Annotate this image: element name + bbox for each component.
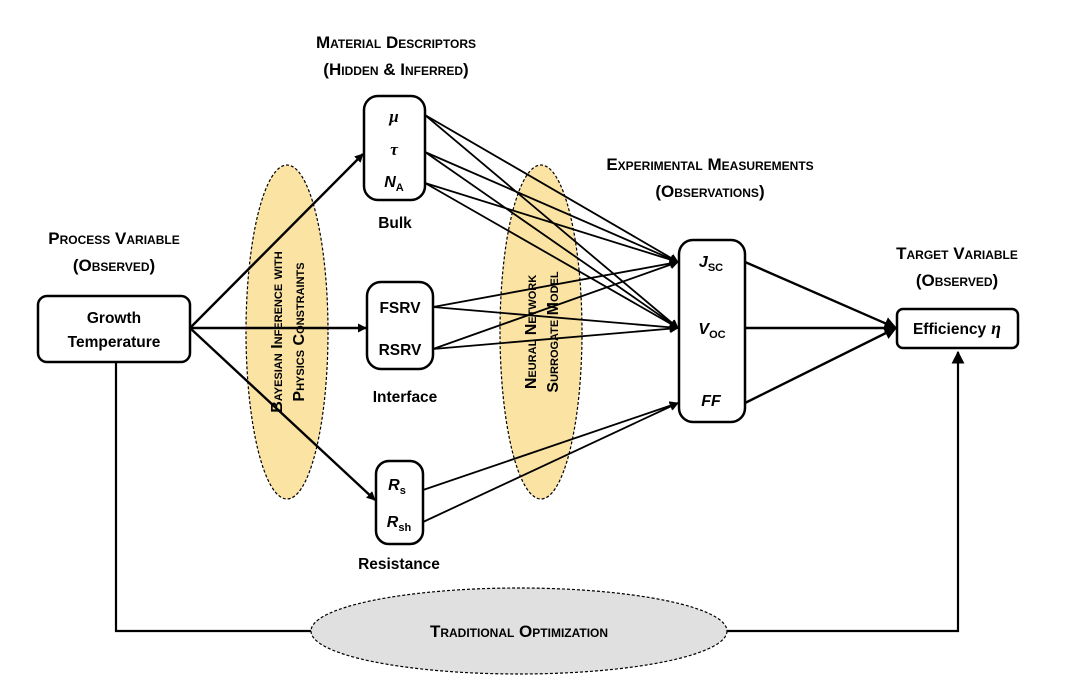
arrow-rsh-to-ff	[422, 402, 679, 523]
arrow-growth-to-resistance	[189, 327, 376, 501]
fsrv-label: FSRV	[379, 300, 421, 317]
arrow-tau-to-voc	[424, 151, 679, 329]
material-descriptors-title: Material Descriptors	[316, 33, 476, 52]
rs-main: R	[388, 477, 400, 494]
na-main: N	[384, 174, 396, 191]
arrow-rsrv-to-jsc	[432, 260, 679, 350]
ff-symbol: FF	[701, 393, 722, 410]
jsc-main: J	[699, 254, 709, 271]
arrow-rsrv-to-voc	[432, 324, 679, 350]
bayesian-ellipse-text: Bayesian Inference with Physics Constrai…	[269, 251, 308, 412]
interface-box	[365, 280, 435, 371]
mu-symbol: μ	[388, 107, 398, 126]
resistance-caption: Resistance	[358, 556, 440, 573]
traditional-optimization-ellipse	[310, 587, 728, 675]
arrow-tau-to-jsc	[424, 151, 679, 263]
experimental-measurements-subtitle: (Observations)	[655, 182, 764, 201]
interface-caption: Interface	[373, 389, 438, 406]
voc-main: V	[698, 321, 710, 338]
target-variable-subtitle: (Observed)	[916, 271, 998, 290]
temperature-label: Temperature	[68, 334, 161, 351]
traditional-optimization-label: Traditional Optimization	[430, 622, 608, 641]
arrow-fsrv-to-voc	[432, 306, 679, 332]
bayesian-line1: Bayesian Inference with	[269, 251, 286, 412]
rsh-symbol: Rsh	[387, 514, 412, 534]
rsh-subscript: sh	[398, 522, 411, 534]
bulk-box	[362, 94, 427, 202]
process-variable-subtitle: (Observed)	[73, 256, 155, 275]
arrow-ff-to-efficiency	[744, 326, 898, 405]
arrow-growth-to-bulk	[189, 153, 364, 329]
arrow-na-to-jsc	[424, 182, 679, 264]
rsh-main: R	[387, 514, 399, 531]
voc-subscript: OC	[709, 329, 726, 341]
na-subscript: A	[396, 182, 404, 194]
process-variable-heading: Process Variable (Observed)	[48, 229, 179, 275]
growth-temperature-box	[36, 294, 192, 364]
resistance-box	[374, 459, 425, 546]
experimental-measurements-heading: Experimental Measurements (Observations)	[606, 155, 813, 201]
arrow-fsrv-to-jsc	[432, 259, 679, 308]
jsc-symbol: JSC	[699, 254, 723, 274]
bulk-caption: Bulk	[378, 215, 412, 232]
neural-line2: Surrogate Model	[545, 271, 562, 392]
experimental-measurements-title: Experimental Measurements	[606, 155, 813, 174]
neural-ellipse-text: Neural Network Surrogate Model	[523, 271, 562, 392]
efficiency-box	[895, 307, 1020, 350]
na-symbol: NA	[384, 174, 404, 194]
growth-connections	[189, 153, 376, 501]
arrow-rs-to-ff	[422, 401, 679, 491]
tau-symbol: τ	[390, 140, 398, 159]
bayesian-line2: Physics Constraints	[291, 262, 308, 401]
measurements-box	[677, 238, 747, 424]
process-variable-title: Process Variable	[48, 229, 179, 248]
arrow-na-to-voc	[424, 182, 679, 329]
rs-symbol: Rs	[388, 477, 406, 497]
neural-network-ellipse	[499, 164, 583, 500]
bayesian-ellipse	[245, 164, 329, 500]
material-descriptors-heading: Material Descriptors (Hidden & Inferred)	[316, 33, 476, 79]
material-descriptors-subtitle: (Hidden & Inferred)	[323, 60, 468, 79]
arrow-jsc-to-efficiency	[744, 260, 898, 330]
arrow-mu-to-jsc	[424, 114, 679, 263]
arrow-mu-to-voc	[424, 114, 679, 329]
surrogate-connections	[422, 114, 679, 523]
voc-symbol: VOC	[698, 321, 725, 341]
rsrv-label: RSRV	[379, 342, 422, 359]
target-variable-heading: Target Variable (Observed)	[896, 244, 1018, 290]
rs-subscript: s	[400, 485, 406, 497]
target-connections	[744, 260, 898, 405]
neural-line1: Neural Network	[523, 275, 540, 389]
eta-symbol: η	[991, 318, 1001, 338]
growth-label: Growth	[87, 310, 141, 327]
efficiency-label: Efficiency	[913, 321, 987, 338]
target-variable-title: Target Variable	[896, 244, 1018, 263]
jsc-subscript: SC	[708, 262, 723, 274]
